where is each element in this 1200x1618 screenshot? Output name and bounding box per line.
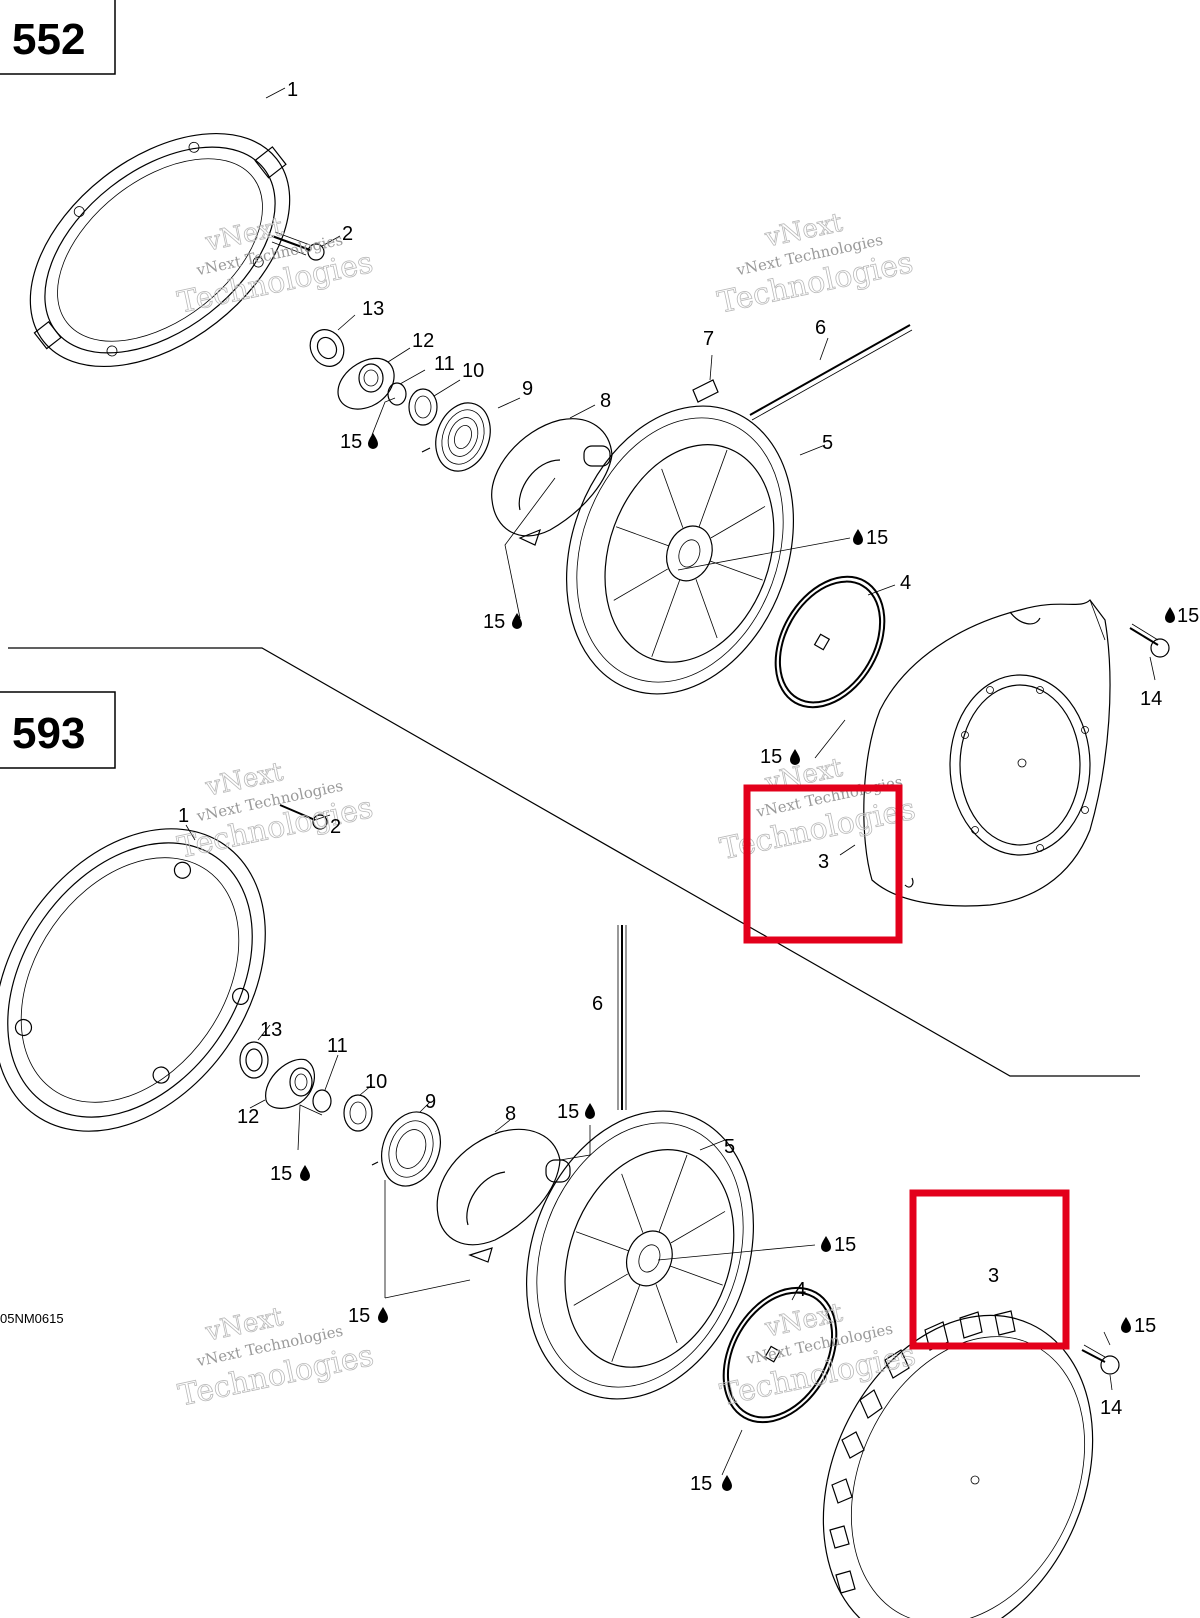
part-6-rope-593 bbox=[617, 925, 627, 1110]
callout-12: 12 bbox=[237, 1106, 259, 1128]
part-9-spring-552 bbox=[421, 402, 491, 472]
watermark-4: vNext vNext Technologies Technologies bbox=[717, 752, 919, 867]
engine-label-593: 593 bbox=[0, 691, 116, 769]
callout-14: 14 bbox=[1100, 1397, 1122, 1419]
part-5-pulley-593 bbox=[525, 1110, 755, 1400]
callout-15: 15 bbox=[690, 1473, 712, 1495]
callout-15: 15 bbox=[483, 611, 505, 633]
callout-10: 10 bbox=[462, 360, 484, 382]
part-3-cover-552 bbox=[863, 599, 1111, 907]
part-2-screw-552 bbox=[271, 231, 325, 261]
leader-lines bbox=[185, 87, 1156, 1476]
callout-15: 15 bbox=[760, 746, 782, 768]
callout-1: 1 bbox=[178, 805, 189, 827]
callout-10: 10 bbox=[365, 1071, 387, 1093]
callout-15: 15 bbox=[270, 1163, 292, 1185]
callout-13: 13 bbox=[260, 1019, 282, 1041]
engine-label-552: 552 bbox=[0, 0, 116, 75]
part-1-housing-ring-552 bbox=[29, 132, 291, 368]
part-14-screw-593 bbox=[1081, 1344, 1120, 1375]
part-4-recoil-spring-552 bbox=[774, 575, 886, 709]
callout-7: 7 bbox=[703, 328, 714, 350]
callout-15: 15 bbox=[557, 1101, 579, 1123]
drawing-code: 05NM0615 bbox=[0, 1311, 64, 1326]
part-5-pulley-552 bbox=[565, 405, 795, 695]
callout-15: 15 bbox=[1177, 605, 1199, 627]
part-12-plate-593 bbox=[265, 1058, 315, 1109]
callout-11: 11 bbox=[434, 353, 455, 375]
callout-5: 5 bbox=[822, 432, 833, 454]
part-13-lock-washer-593 bbox=[239, 1041, 269, 1079]
watermark-6: vNext vNext Technologies Technologies bbox=[717, 1297, 919, 1413]
part-10-bushing-552 bbox=[408, 388, 438, 426]
part-9-spring-593 bbox=[371, 1111, 441, 1187]
callout-4: 4 bbox=[795, 1279, 806, 1301]
watermark-1: vNext vNext Technologies Technologies bbox=[174, 212, 376, 322]
callout-8: 8 bbox=[505, 1103, 516, 1125]
callout-12: 12 bbox=[412, 330, 434, 352]
callout-2: 2 bbox=[342, 223, 353, 245]
highlight-box-part-3-593 bbox=[909, 1189, 1070, 1350]
callout-9: 9 bbox=[522, 378, 533, 400]
engine-label-593-text: 593 bbox=[12, 709, 85, 758]
callout-6: 6 bbox=[592, 993, 603, 1015]
part-14-screw-552 bbox=[1129, 623, 1170, 658]
callout-3: 3 bbox=[988, 1265, 999, 1287]
part-12-plate-552 bbox=[337, 357, 395, 410]
part-8-cam-593 bbox=[436, 1128, 571, 1263]
callout-11: 11 bbox=[327, 1035, 348, 1057]
callout-15: 15 bbox=[348, 1305, 370, 1327]
callout-14: 14 bbox=[1140, 688, 1162, 710]
callout-5: 5 bbox=[724, 1136, 735, 1158]
part-13-lock-washer-552 bbox=[309, 329, 345, 367]
part-7-key-552 bbox=[692, 379, 719, 403]
callout-9: 9 bbox=[425, 1091, 436, 1113]
callout-8: 8 bbox=[600, 390, 611, 412]
callout-4: 4 bbox=[900, 572, 911, 594]
watermark-3: vNext vNext Technologies Technologies bbox=[174, 757, 376, 867]
callout-6: 6 bbox=[815, 317, 826, 339]
part-11-washer-552 bbox=[387, 382, 407, 406]
callout-15: 15 bbox=[866, 527, 888, 549]
callout-15: 15 bbox=[1134, 1315, 1156, 1337]
callouts-552: 1 2 13 12 11 10 9 8 7 6 5 4 14 3 15 15 1… bbox=[287, 79, 1199, 873]
callout-1: 1 bbox=[287, 79, 298, 101]
part-11-washer-593 bbox=[312, 1089, 332, 1113]
callout-15: 15 bbox=[340, 431, 362, 453]
callout-3: 3 bbox=[818, 851, 829, 873]
engine-label-552-text: 552 bbox=[12, 15, 85, 64]
callouts-593: 1 2 13 12 11 10 9 8 6 5 4 3 14 15 15 15 … bbox=[0, 805, 1156, 1495]
part-2-screw-593 bbox=[279, 804, 328, 830]
highlight-box-part-3-552 bbox=[743, 784, 903, 944]
callout-13: 13 bbox=[362, 298, 384, 320]
callout-15: 15 bbox=[834, 1234, 856, 1256]
part-1-housing-ring-593 bbox=[0, 828, 266, 1132]
watermark-2: vNext vNext Technologies Technologies bbox=[714, 207, 916, 321]
part-6-rope-552 bbox=[749, 324, 913, 421]
callout-2: 2 bbox=[330, 816, 341, 838]
watermark-5: vNext vNext Technologies Technologies bbox=[175, 1302, 377, 1414]
part-10-bushing-593 bbox=[343, 1094, 373, 1132]
part-4-recoil-spring-593 bbox=[722, 1286, 838, 1424]
section-divider bbox=[8, 647, 1140, 1077]
